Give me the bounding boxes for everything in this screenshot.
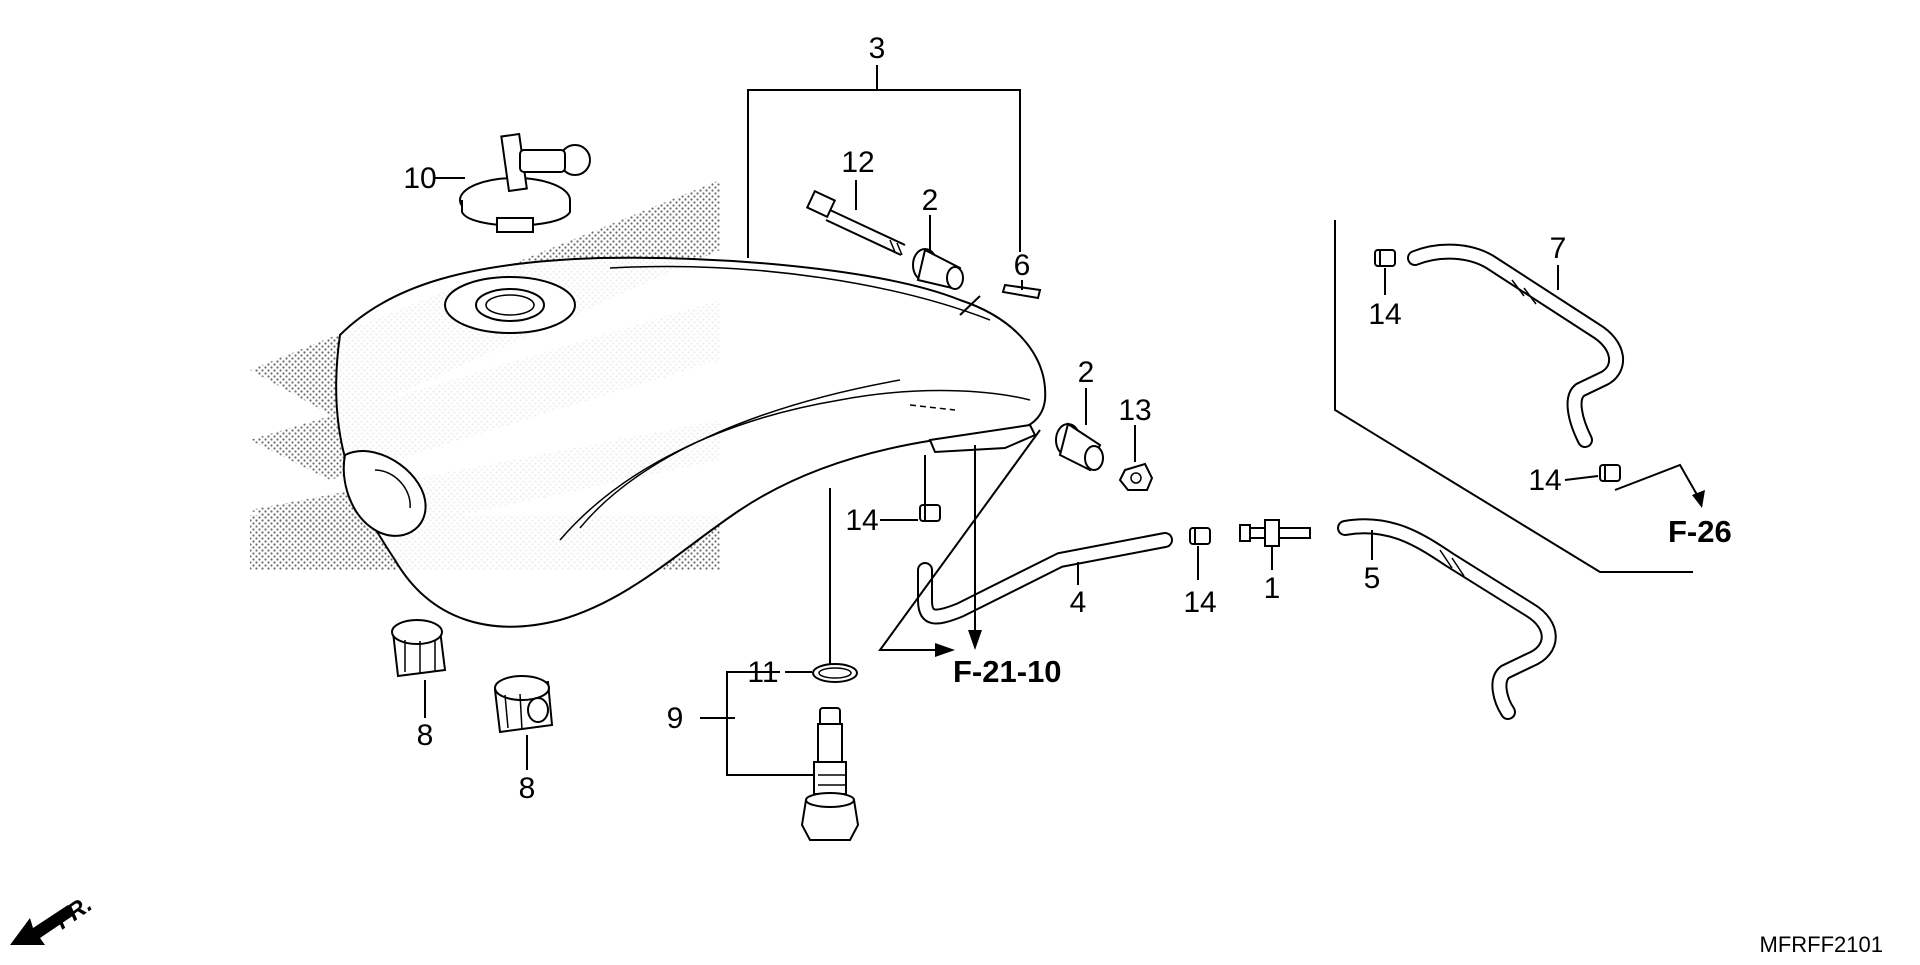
callout-8-right: 8 <box>519 772 536 805</box>
callout-3: 3 <box>869 32 886 65</box>
callout-2-upper: 2 <box>922 184 939 217</box>
rubber-grommet-lower <box>1055 422 1104 472</box>
callout-14-breather-upper: 14 <box>1368 298 1401 331</box>
callout-14-tank: 14 <box>845 504 878 537</box>
front-direction-indicator: FR. <box>10 891 97 945</box>
hose-clip-3 <box>1374 249 1396 267</box>
callout-14-breather-lower: 14 <box>1528 464 1561 497</box>
fuel-sender-unit-part10 <box>800 707 860 841</box>
fuel-tank <box>335 256 1047 628</box>
front-label: FR. <box>50 891 97 935</box>
callout-11: 11 <box>747 656 778 689</box>
callout-5: 6 <box>1014 249 1031 282</box>
callout-7: 7 <box>1550 232 1567 265</box>
callout-14-fitting: 14 <box>1183 586 1216 619</box>
breather-hose-part7 <box>1407 243 1625 448</box>
hose-fitting-part1 <box>1239 519 1311 547</box>
hose-clip-2 <box>1189 527 1211 545</box>
mounting-bolt <box>805 189 906 256</box>
leader-lines <box>424 65 1705 776</box>
reference-f-21-10[interactable]: F-21-10 <box>953 654 1062 689</box>
breather-panel-outline <box>1334 220 1693 573</box>
callout-1: 1 <box>1264 572 1281 605</box>
fuel-cap-with-key <box>459 132 591 233</box>
callout-12: 12 <box>841 146 874 179</box>
callout-8-left: 8 <box>417 719 434 752</box>
rubber-mount-2 <box>493 675 554 734</box>
callout-labels: 3 12 2 6 2 13 10 14 4 14 1 5 7 14 14 8 8… <box>403 32 1566 805</box>
rubber-grommet-upper <box>912 248 964 290</box>
washer-part5 <box>1001 283 1042 300</box>
callout-6: 5 <box>1364 562 1381 595</box>
reference-f-26[interactable]: F-26 <box>1668 514 1732 549</box>
callout-10: 9 <box>667 702 684 735</box>
rubber-mount-1 <box>391 619 447 678</box>
callout-4: 4 <box>1070 586 1087 619</box>
drawing-code: MFRFF2101 <box>1760 932 1883 957</box>
vent-hose-part4 <box>917 532 1173 625</box>
hose-clip-4 <box>1599 464 1621 482</box>
callout-2-lower: 2 <box>1078 356 1095 389</box>
callout-9: 10 <box>403 162 436 195</box>
front-arrow-icon <box>10 905 74 945</box>
callout-13: 13 <box>1118 394 1151 427</box>
collar-nut <box>1118 462 1154 491</box>
drain-hose-part6 <box>1337 518 1557 720</box>
o-ring-part11 <box>812 663 858 683</box>
hose-clip-1 <box>919 504 941 522</box>
